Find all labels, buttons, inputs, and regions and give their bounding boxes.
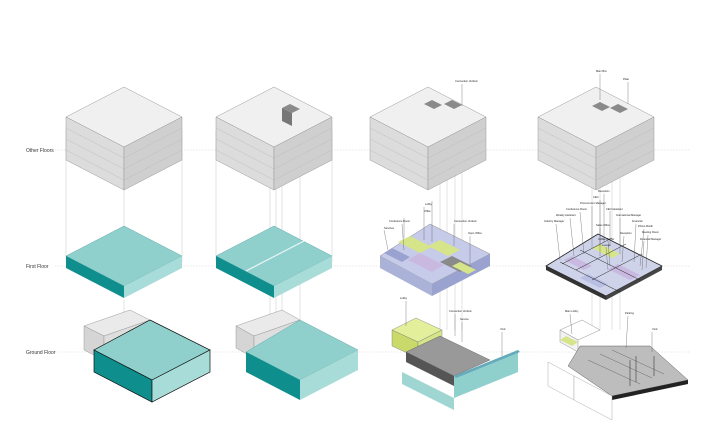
label-c4-phone-booth: Phone Booth [638,224,654,228]
label-c3-yard: Yard [500,327,506,331]
label-c4-reception: Reception [620,231,632,235]
core-box-2 [282,104,300,113]
label-c4-coffee-corner: Coffee Corner [598,237,614,241]
first-floor-slab-1 [65,225,183,298]
label-c4-industry-manager: Industry Manager [544,219,564,223]
label-c4-parking: Parking [625,311,634,315]
label-c3-connection-vertical-top: Connection Vertical [455,79,478,83]
label-c4-reception-top: Reception [598,189,610,193]
row-label-other-floors: Other Floors [26,148,54,154]
label-c3-service: Service [460,317,469,321]
label-c4-main-lobby: Main Lobby [565,309,579,313]
label-c3-conference-room: Conference Room [389,219,410,223]
label-c3-services: Services [384,226,395,230]
first-floor-program-3 [379,223,491,296]
label-c4-weekly-assistant: Weekly Assistant [556,213,576,217]
label-c4-main-box: Main Box [596,69,608,73]
label-c4-ceo-assistant: CEO Assistant [606,207,623,211]
label-c3-connection-vertical-first: Connection Vertical [454,219,477,223]
label-c4-financial-manager: Financial Manager [640,237,661,241]
first-floor-plan-4 [545,233,663,300]
ground-floor-program-3 [391,317,520,410]
label-c4-meeting-room: Meeting Room [642,230,659,234]
other-floors-block-1 [65,86,183,191]
label-c4-conference-room: Conference Room [566,207,587,211]
column-1-massing [65,86,211,403]
core-box-3b [444,100,462,109]
ground-floor-block-1 [83,309,211,403]
label-c4-lounge: Lounge [602,243,611,247]
ground-floor-plan-4 [547,319,689,421]
ground-floor-block-2 [235,309,359,400]
core-box-4b [610,104,628,113]
label-c4-plate: Plate [623,77,629,81]
row-label-first-floor: First Floor [26,264,49,270]
column-3-program [369,84,520,410]
other-floors-block-4 [537,86,655,191]
column-2-massing [215,86,359,400]
column-4-program [537,74,689,421]
label-c4-yard: Yard [652,327,658,331]
label-c4-procurement-manager: Procurement Manager [580,201,606,205]
core-box-4a [592,102,610,111]
first-floor-slab-2 [215,225,333,298]
label-c3-lobby: Lobby [425,202,433,206]
other-floors-block-3 [369,86,487,191]
label-c3-office: Office [424,209,431,213]
label-c4-international-manager: International Manager [616,213,641,217]
label-c4-ceo: CEO [593,195,599,199]
label-c3-connection-vertical-ground: Connection Vertical [449,309,472,313]
label-c3-lobby-ground: Lobby [400,296,408,300]
core-box-3a [424,100,442,109]
other-floors-block-2 [215,86,333,191]
label-c3-open-office: Open Office [468,231,482,235]
label-c4-sales-office: Sales Office [596,223,610,227]
label-c4-financial: Financial [632,219,643,223]
row-label-ground-floor: Ground Floor [26,350,56,356]
